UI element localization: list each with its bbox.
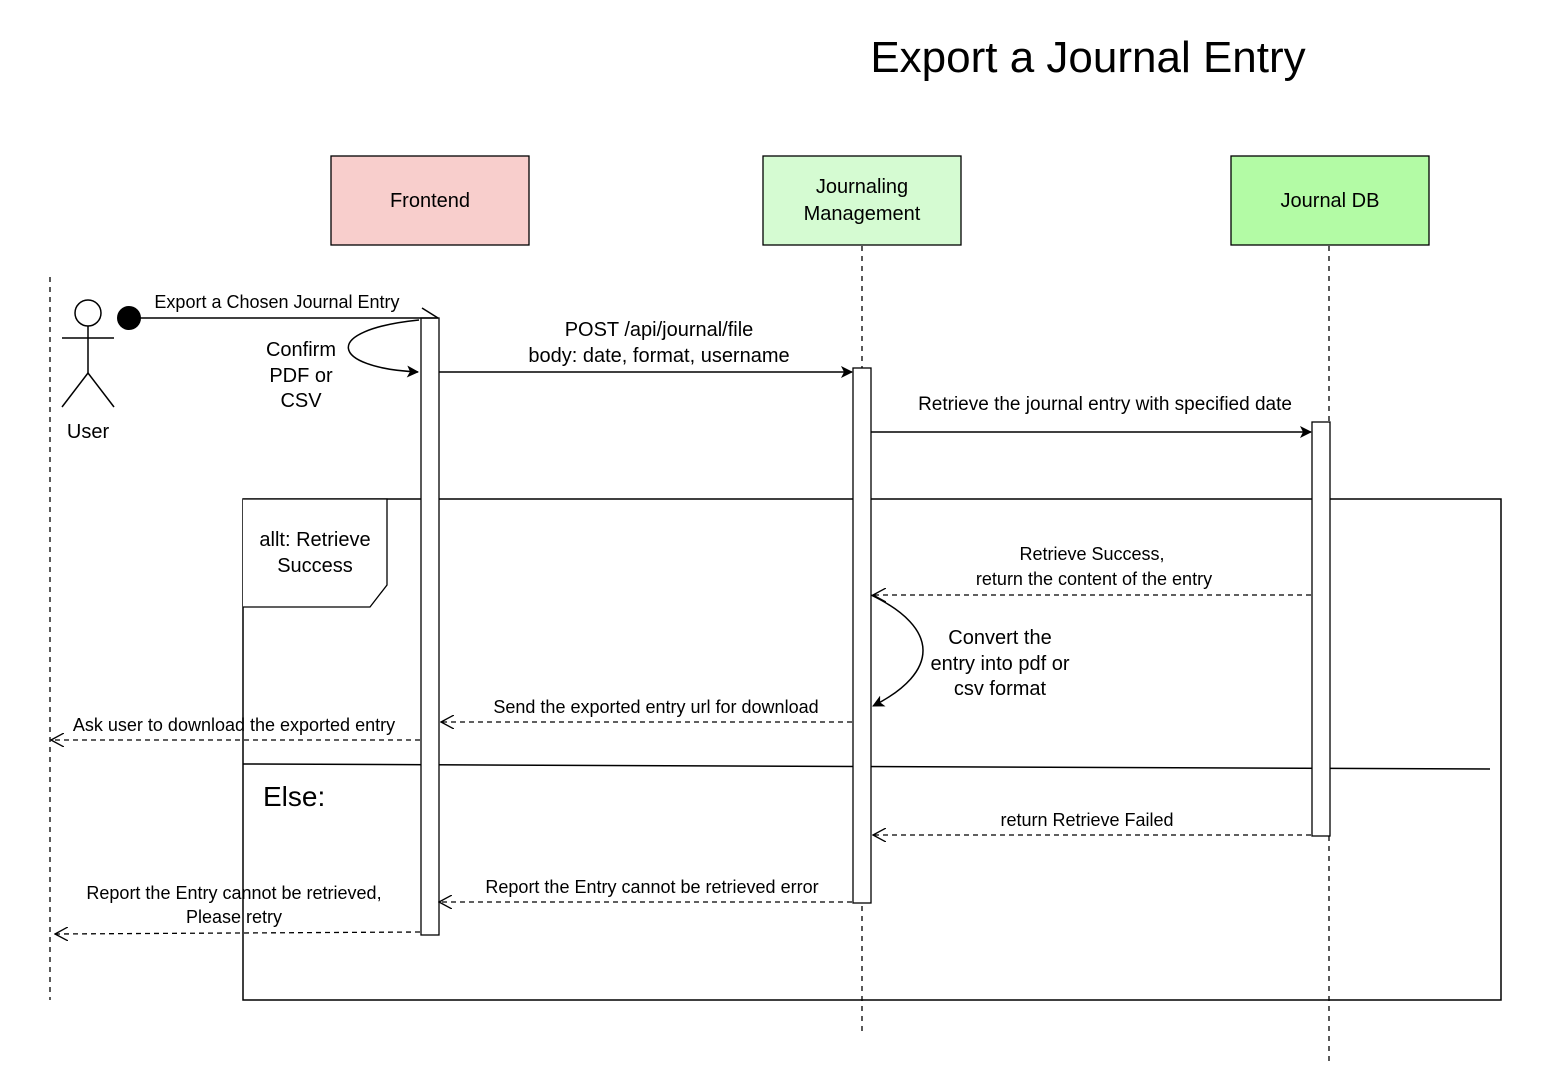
fragment-label-tab [243, 498, 388, 608]
message-label: Report the Entry cannot be retrieved err… [485, 877, 818, 897]
message-label: Ask user to download the exported entry [73, 715, 395, 735]
else-label: Else: [263, 781, 325, 812]
actor-head [74, 299, 102, 327]
message-label: PDF or [269, 365, 333, 387]
message-post: POST /api/journal/file body: date, forma… [439, 319, 853, 378]
message-label: POST /api/journal/file [565, 319, 754, 341]
fragment-label: allt: Retrieve [259, 529, 370, 551]
participant-frontend: Frontend [330, 155, 530, 246]
message-label: Confirm [266, 339, 336, 361]
alt-fragment: allt: Retrieve Success Else: [242, 498, 1502, 1001]
journaling-activation [852, 367, 872, 904]
message-label: Report the Entry cannot be retrieved, [86, 883, 381, 903]
message-label: CSV [280, 390, 322, 412]
message-label: return the content of the entry [976, 569, 1212, 589]
message-label: body: date, format, username [528, 345, 789, 367]
message-export-chosen: Export a Chosen Journal Entry [117, 292, 439, 330]
message-convert: Convert the entry into pdf or csv format [870, 594, 1070, 707]
message-ask-download: Ask user to download the exported entry [51, 715, 420, 740]
participant-label: Journaling [816, 176, 908, 198]
message-label: Export a Chosen Journal Entry [154, 292, 399, 312]
actor-label: User [67, 421, 110, 443]
participant-journaling-management: Journaling Management [762, 155, 962, 246]
message-label: Send the exported entry url for download [493, 697, 818, 717]
db-activation [1311, 421, 1331, 837]
message-retrieve: Retrieve the journal entry with specifie… [871, 394, 1312, 438]
message-label: return Retrieve Failed [1000, 810, 1173, 830]
frontend-activation [420, 317, 440, 936]
message-label: Retrieve the journal entry with specifie… [918, 394, 1292, 415]
message-label: Retrieve Success, [1019, 544, 1164, 564]
participant-label: Journal DB [1281, 190, 1380, 212]
actor-user [61, 299, 115, 408]
message-send-url: Send the exported entry url for download [441, 697, 852, 722]
message-retrieve-failed: return Retrieve Failed [873, 810, 1311, 835]
message-label: Convert the [948, 627, 1051, 649]
message-confirm: Confirm PDF or CSV [266, 319, 420, 412]
message-label: Please retry [186, 907, 282, 927]
message-label: csv format [954, 678, 1047, 700]
message-report-error: Report the Entry cannot be retrieved err… [439, 877, 852, 902]
participant-label: Management [804, 203, 921, 225]
message-retrieve-success: Retrieve Success, return the content of … [873, 544, 1311, 595]
fragment-label: Success [277, 555, 353, 577]
diagram-title: Export a Journal Entry [870, 33, 1305, 82]
message-label: entry into pdf or [931, 653, 1070, 675]
participant-journal-db: Journal DB [1230, 155, 1430, 246]
message-report-retry: Report the Entry cannot be retrieved, Pl… [55, 883, 421, 934]
participant-label: Frontend [390, 190, 470, 212]
